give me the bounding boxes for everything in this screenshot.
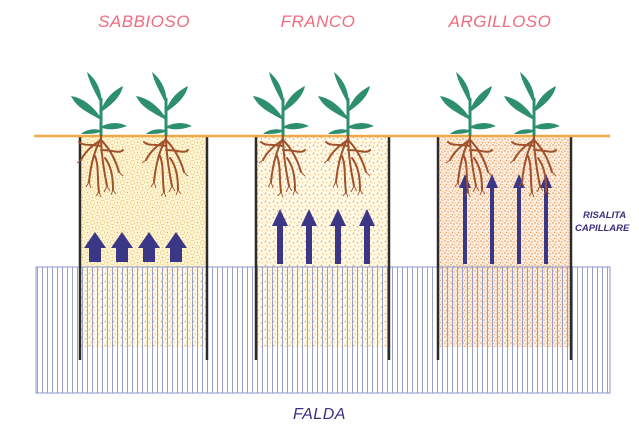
capillary-rise-label-line2: CAPILLARE (575, 222, 639, 235)
clay-soil-fill (438, 137, 571, 267)
water-table-region (36, 267, 610, 393)
soil-title-clay: ARGILLOSO (430, 12, 570, 32)
capillary-rise-label: RISALITA CAPILLARE (575, 209, 639, 235)
capillary-rise-label-line1: RISALITA (575, 209, 639, 222)
soil-title-loam: FRANCO (248, 12, 388, 32)
water-table-label: FALDA (0, 406, 639, 424)
soil-title-sandy: SABBIOSO (74, 12, 214, 32)
